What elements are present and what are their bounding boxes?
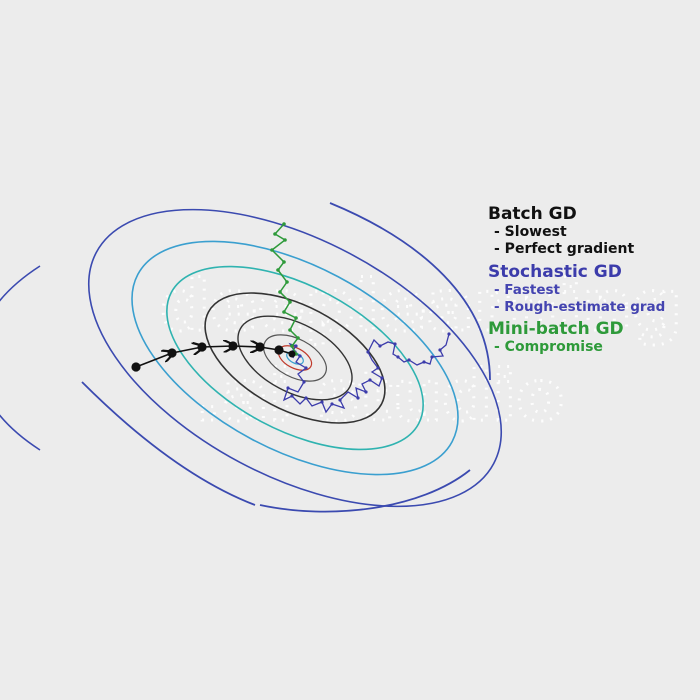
minibatch-gd-step	[282, 260, 286, 264]
minibatch-gd-step	[290, 344, 294, 348]
legend-stochastic-gd-title: Stochastic GD	[488, 261, 622, 282]
stochastic-gd-step	[286, 386, 290, 390]
batch-gd-step-arrow	[201, 346, 233, 347]
stochastic-gd-step	[380, 376, 384, 380]
batch-gd-step-arrow	[135, 353, 172, 368]
legend: Batch GD - Slowest - Perfect gradient St…	[488, 204, 665, 360]
stochastic-gd-step	[364, 390, 368, 394]
minibatch-gd-step	[278, 290, 282, 294]
watermark: deeplearning	[160, 265, 682, 347]
legend-stochastic-gd-line-1: - Fastest	[494, 282, 560, 299]
minibatch-gd-step	[282, 222, 286, 226]
batch-gd-step	[167, 348, 177, 358]
legend-batch-gd: Batch GD - Slowest - Perfect gradient	[488, 204, 665, 258]
minibatch-gd-step	[273, 232, 277, 236]
stochastic-gd-step	[304, 396, 308, 400]
batch-gd-step	[131, 362, 141, 372]
minibatch-gd-step	[282, 310, 286, 314]
contour-outer-arc-bottom	[259, 469, 471, 513]
stochastic-gd-step	[447, 332, 451, 336]
contour-ring-4	[204, 292, 386, 424]
minibatch-gd-step	[285, 280, 289, 284]
stochastic-gd-step	[393, 342, 397, 346]
stochastic-gd-step	[338, 398, 342, 402]
batch-gd-step	[197, 342, 207, 352]
contour-ring-1	[87, 208, 503, 508]
contour-ring-2	[131, 240, 459, 476]
stochastic-gd-step	[396, 355, 400, 359]
batch-gd-step	[274, 345, 284, 355]
stochastic-gd-step	[378, 344, 382, 348]
stochastic-gd-step	[356, 396, 360, 400]
legend-minibatch-gd-title: Mini-batch GD	[488, 318, 624, 339]
stochastic-gd-step	[304, 366, 308, 370]
batch-gd-path	[131, 341, 296, 372]
batch-gd-step	[288, 350, 296, 358]
stochastic-gd-step	[320, 400, 324, 404]
legend-batch-gd-title: Batch GD	[488, 204, 577, 224]
minibatch-gd-step	[276, 268, 280, 272]
stochastic-gd-step	[376, 366, 380, 370]
batch-gd-step	[255, 342, 265, 352]
contour-ring-6	[263, 334, 327, 382]
contour-lines	[0, 208, 503, 508]
minibatch-gd-step	[294, 316, 298, 320]
stochastic-gd-step	[407, 358, 411, 362]
stochastic-gd-step	[298, 354, 302, 358]
stochastic-gd-step	[294, 344, 298, 348]
batch-gd-step	[228, 341, 238, 351]
stochastic-gd-step	[430, 355, 434, 359]
contour-ring-5	[237, 315, 353, 401]
contour-outer-arc-left	[81, 381, 256, 506]
stochastic-gd-step	[368, 378, 372, 382]
contour-ring-3	[166, 265, 424, 451]
stochastic-gd-step	[422, 360, 426, 364]
minibatch-gd-step	[283, 238, 287, 242]
minibatch-gd-step	[270, 248, 274, 252]
stochastic-gd-step	[330, 402, 334, 406]
legend-minibatch-gd: Mini-batch GD - Compromise	[488, 319, 665, 356]
stochastic-gd-step	[366, 350, 370, 354]
stochastic-gd-step	[438, 348, 442, 352]
batch-gd-step-arrow	[171, 347, 202, 353]
stochastic-gd-markers	[286, 332, 451, 406]
legend-stochastic-gd-line-2: - Rough-estimate grad	[494, 298, 666, 315]
contour-outer-left-arc	[0, 265, 41, 451]
minibatch-gd-step	[288, 328, 292, 332]
legend-batch-gd-line-1: - Slowest	[494, 224, 567, 241]
minibatch-gd-markers	[270, 222, 300, 356]
contour-outer-arc-right	[329, 202, 491, 381]
stochastic-gd-step	[302, 380, 306, 384]
legend-minibatch-gd-line-1: - Compromise	[494, 339, 603, 356]
legend-stochastic-gd: Stochastic GD - Fastest - Rough-estimate…	[488, 262, 665, 315]
minibatch-gd-step	[288, 300, 292, 304]
legend-batch-gd-line-2: - Perfect gradient	[494, 241, 635, 258]
minibatch-gd-step	[296, 336, 300, 340]
stochastic-gd-step	[290, 394, 294, 398]
